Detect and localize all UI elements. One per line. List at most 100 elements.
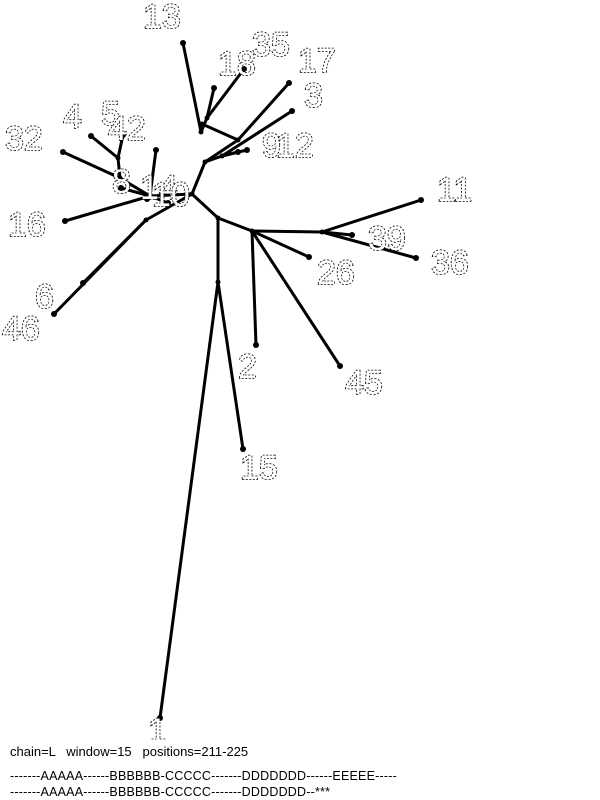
tree-branch-n3-n10 [203, 154, 224, 164]
leaf-label-18: 18 [218, 45, 256, 83]
leaf-label-2: 2 [238, 348, 257, 386]
tree-branch-n15-4 [89, 134, 120, 160]
sequence-mask-top: -------AAAAA------BBBBBB-CCCCC-------DDD… [10, 769, 397, 783]
leaf-node-10 [165, 200, 171, 206]
tree-branch-n6-n7 [200, 122, 240, 142]
internal-node-n6 [235, 137, 241, 143]
leaf-label-5: 5 [101, 95, 120, 133]
leaf-label-35: 35 [252, 26, 290, 64]
leaf-node-15 [240, 446, 246, 452]
tree-branch-n20-36 [320, 230, 418, 260]
internal-node-core [215, 215, 221, 221]
leaf-node-4 [88, 133, 94, 139]
leaf-node-9 [244, 147, 250, 153]
internal-node-n2 [189, 191, 195, 197]
internal-node-n13 [117, 175, 123, 181]
tree-branch-n4-42 [148, 148, 158, 198]
leaf-node-3 [289, 108, 295, 114]
leaf-label-36: 36 [431, 244, 469, 282]
parameters-line: chain=L window=15 positions=211-225 [10, 744, 249, 759]
tree-branch-n4-16 [63, 194, 152, 223]
tree-branch-n15-5 [116, 133, 125, 160]
leaf-label-1: 1 [148, 712, 167, 740]
tree-branch-n2-n4 [148, 192, 194, 198]
leaf-node-39 [349, 232, 355, 238]
tree-branch-n4-n13 [118, 176, 152, 198]
leaf-label-16: 16 [8, 206, 46, 244]
leaf-label-3: 3 [304, 77, 323, 115]
leaf-node-12 [235, 149, 241, 155]
leaf-label-45: 45 [345, 364, 383, 402]
leaf-label-8: 8 [112, 163, 131, 201]
leaf-label-26: 26 [317, 254, 355, 292]
leaf-node-46 [51, 311, 57, 317]
tree-branch-n2-n3 [190, 160, 207, 196]
internal-node-n10 [219, 153, 225, 159]
tree-branch-n13-32 [61, 150, 122, 180]
internal-node-n19 [249, 228, 255, 234]
tree-branch-n5-46 [52, 218, 148, 316]
tree-branch-n20-11 [320, 198, 423, 234]
leaf-node-2 [253, 342, 259, 348]
internal-node-n3 [202, 159, 208, 165]
leaf-label-9: 9 [262, 127, 281, 165]
leaf-label-32: 32 [5, 120, 43, 158]
leaf-label-14: 14 [140, 169, 178, 207]
internal-node-n9 [204, 115, 210, 121]
leaf-node-1 [157, 715, 163, 721]
leaf-node-18 [211, 85, 217, 91]
tree-branch-core-n19 [216, 216, 254, 233]
leaf-node-6 [80, 280, 86, 286]
internal-node-n21 [215, 279, 221, 285]
tree-branch-n19-2 [250, 229, 258, 347]
leaf-node-13 [180, 40, 186, 46]
internal-node-n8 [198, 129, 204, 135]
leaf-label-46: 46 [2, 310, 40, 348]
leaf-node-36 [413, 255, 419, 261]
leaf-label-12: 12 [276, 127, 314, 165]
leaf-node-35 [241, 66, 247, 72]
tree-branch-n9-18 [205, 86, 216, 120]
tree-branch-n4-8 [119, 186, 152, 198]
tree-branch-n21-15 [216, 280, 245, 451]
leaf-label-15: 15 [240, 449, 278, 487]
tree-branch-core-n2 [190, 192, 220, 220]
internal-node-n20 [319, 229, 325, 235]
leaf-node-8 [118, 185, 124, 191]
internal-node-n15 [115, 155, 121, 161]
leaf-label-42: 42 [108, 110, 146, 148]
leaf-label-10: 10 [152, 176, 190, 214]
internal-node-n5 [143, 217, 149, 223]
tree-branch-n8-13 [181, 41, 203, 134]
leaf-node-45 [337, 363, 343, 369]
tree-branch-n10-3 [220, 109, 294, 158]
leaf-node-16 [62, 218, 68, 224]
leaf-label-13: 13 [143, 0, 181, 36]
tree-nodes [51, 40, 424, 721]
leaf-node-11 [418, 197, 424, 203]
leaf-node-32 [60, 149, 66, 155]
internal-node-n7 [199, 121, 205, 127]
sequence-mask-bottom: -------AAAAA------BBBBBB-CCCCC-------DDD… [10, 785, 331, 799]
tree-branch-n2-n5 [144, 192, 194, 222]
tree-branch-n4-10 [148, 194, 170, 205]
leaf-node-17 [286, 80, 292, 86]
leaf-label-4: 4 [63, 98, 82, 136]
tree-branch-n3-n6 [203, 138, 240, 164]
tree-branch-n19-45 [250, 229, 342, 368]
tree-branch-n19-n20 [250, 229, 324, 234]
leaf-label-17: 17 [298, 42, 336, 80]
leaf-node-26 [306, 254, 312, 260]
leaf-node-5 [120, 132, 126, 138]
internal-node-n4 [147, 193, 153, 199]
tree-branch-n9-35 [205, 67, 246, 120]
tree-branch-n6-17 [236, 81, 291, 142]
tree-branch-n13-n15 [116, 156, 122, 180]
tree-branch-n21-1 [158, 280, 220, 720]
leaf-label-6: 6 [35, 278, 54, 316]
leaf-label-11: 11 [437, 171, 472, 209]
leaf-node-42 [153, 147, 159, 153]
leaf-label-39: 39 [368, 220, 406, 258]
